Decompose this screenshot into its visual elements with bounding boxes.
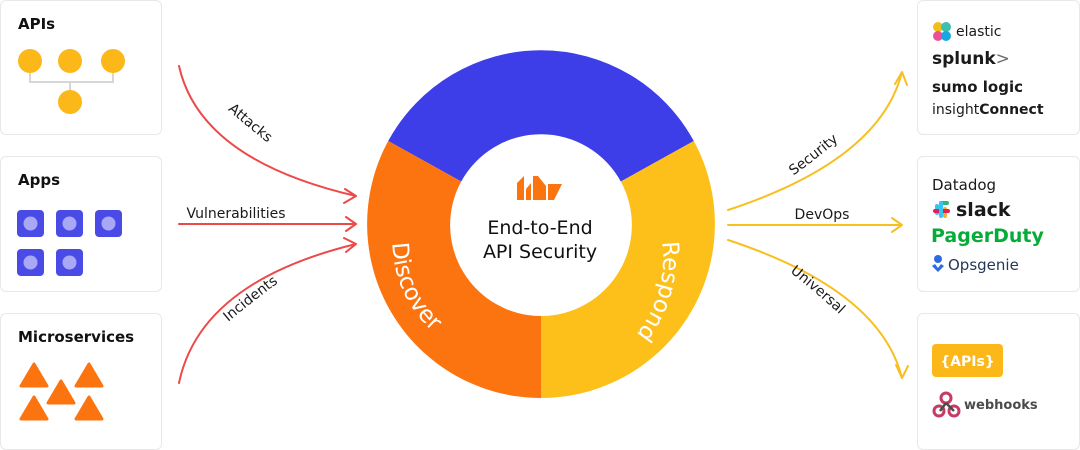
insightconnect-logo-prefix: insight [932,102,980,118]
universal-label: Universal [787,263,848,318]
splunk-logo: splunk> [932,49,1010,69]
microservice-triangle [74,395,104,421]
microservices-triangles-icon [19,362,104,421]
output-arrows [727,71,909,379]
api-node [58,90,82,114]
center-title-line1: End-to-End [487,217,592,239]
security-arrow [727,71,908,211]
apps-grid-icon [17,210,122,276]
insightconnect-logo-suffix: Connect [979,102,1044,118]
insightconnect-logo: insightConnect [932,102,1044,118]
apis-badge-label: {APIs} [940,354,995,370]
protect-segment [388,50,694,182]
incidents-label: Incidents [220,273,280,325]
sumo-logic-logo-text: sumo logic [932,78,1023,96]
microservice-triangle [74,362,104,388]
opsgenie-logo-text: Opsgenie [948,256,1019,274]
protect-label: Protect [495,20,586,52]
respond-segment [541,141,715,398]
apis-card-title: APIs [18,15,56,33]
api-node [58,49,82,73]
opsgenie-icon [932,255,944,272]
devops-arrow [727,217,903,233]
datadog-logo-text: Datadog [932,176,997,194]
microservice-triangle [19,362,49,388]
pagerduty-logo-text: PagerDuty [931,225,1044,247]
lifecycle-ring [367,50,715,398]
microservices-card-title: Microservices [18,328,135,346]
elastic-icon [933,22,951,41]
vulnerabilities-label: Vulnerabilities [186,206,285,222]
slack-icon [933,201,950,218]
webhooks-logo-text: webhooks [964,398,1038,413]
slack-logo-text: slack [956,199,1011,221]
devops-label: DevOps [795,207,850,223]
webhooks-icon [932,391,961,418]
devops-integrations-card [917,156,1080,292]
input-arrows [178,65,357,384]
apis-nodes-icon [18,49,125,114]
vulnerabilities-arrow [178,216,357,232]
attacks-label: Attacks [225,101,275,146]
center-title-line2: API Security [483,241,597,263]
attacks-arrow [178,65,357,204]
microservice-triangle [19,395,49,421]
apps-card-title: Apps [18,171,61,189]
incidents-arrow [178,237,357,384]
elastic-logo-text: elastic [956,24,1002,40]
splunk-logo-text: splunk [932,49,996,69]
apis-badge [932,344,1003,377]
discover-segment [367,141,541,398]
splunk-logo-mark: > [995,49,1010,69]
brand-logo-icon [517,176,562,200]
microservice-triangle [46,379,76,405]
security-label: Security [786,131,841,179]
universal-arrow [727,239,909,379]
api-node [18,49,42,73]
api-node [101,49,125,73]
